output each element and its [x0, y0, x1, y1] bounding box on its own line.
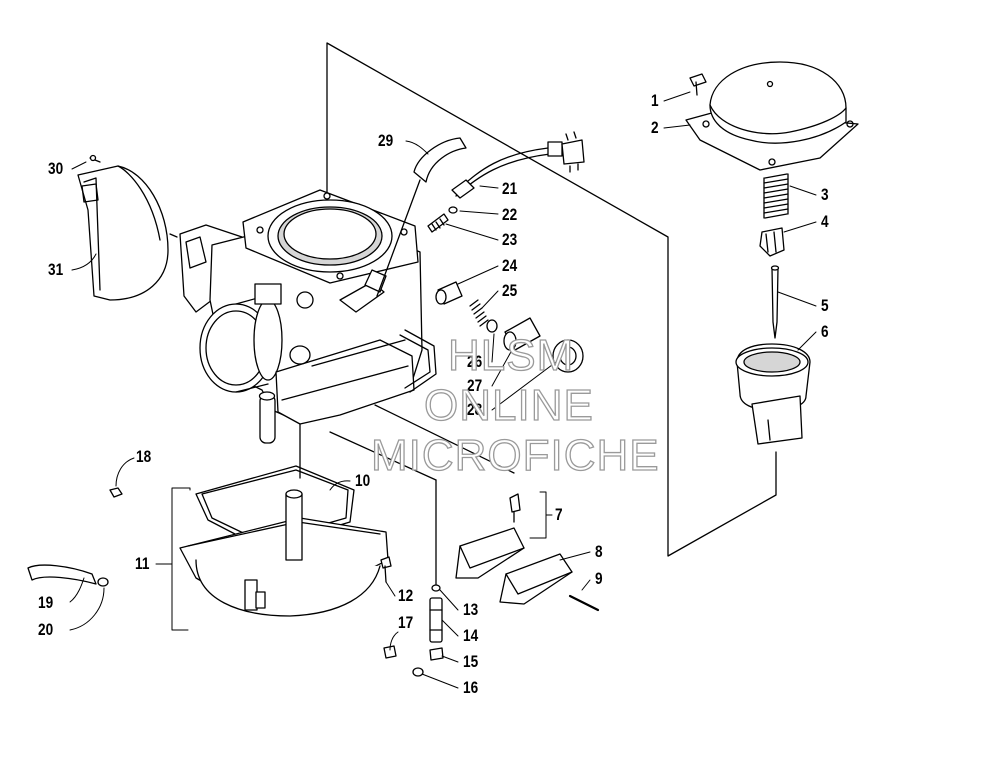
callout-29: 29	[378, 131, 394, 150]
callout-22: 22	[502, 205, 518, 224]
air-cover	[77, 154, 169, 301]
callout-15: 15	[463, 652, 479, 671]
callout-14: 14	[463, 626, 479, 645]
callout-7: 7	[555, 505, 563, 524]
callout-30: 30	[48, 159, 64, 178]
watermark-line-3: MICROFICHE	[370, 431, 660, 480]
callout-9: 9	[595, 569, 603, 588]
callout-24: 24	[502, 256, 518, 275]
callout-12: 12	[398, 586, 414, 605]
watermark-line-2: ONLINE	[423, 381, 594, 430]
callout-13: 13	[463, 600, 479, 619]
float-bowl-assembly	[27, 465, 600, 677]
callout-21: 21	[502, 179, 518, 198]
callout-18: 18	[136, 447, 152, 466]
callout-11: 11	[135, 554, 150, 573]
callout-3: 3	[821, 185, 829, 204]
callout-23: 23	[502, 230, 518, 249]
callout-31: 31	[48, 260, 64, 279]
top-cover-assembly	[685, 61, 859, 445]
assembly-guide-lines	[169, 42, 777, 589]
callout-6: 6	[821, 322, 829, 341]
callout-8: 8	[595, 542, 603, 561]
callout-1: 1	[651, 91, 659, 110]
callout-28: 28	[467, 400, 483, 419]
callout-20: 20	[38, 620, 54, 639]
callout-4: 4	[821, 212, 829, 231]
callout-16: 16	[463, 678, 479, 697]
callout-25: 25	[502, 281, 518, 300]
callout-10: 10	[355, 471, 371, 490]
throttle-fittings	[376, 131, 585, 373]
callout-26: 26	[467, 352, 483, 371]
callout-17: 17	[398, 613, 414, 632]
callout-27: 27	[467, 376, 483, 395]
leader-lines	[69, 91, 817, 689]
watermark-line-1: HLSM	[447, 331, 575, 380]
callout-2: 2	[651, 118, 659, 137]
callout-19: 19	[38, 593, 54, 612]
callout-5: 5	[821, 296, 829, 315]
carburetor-body	[179, 189, 437, 444]
